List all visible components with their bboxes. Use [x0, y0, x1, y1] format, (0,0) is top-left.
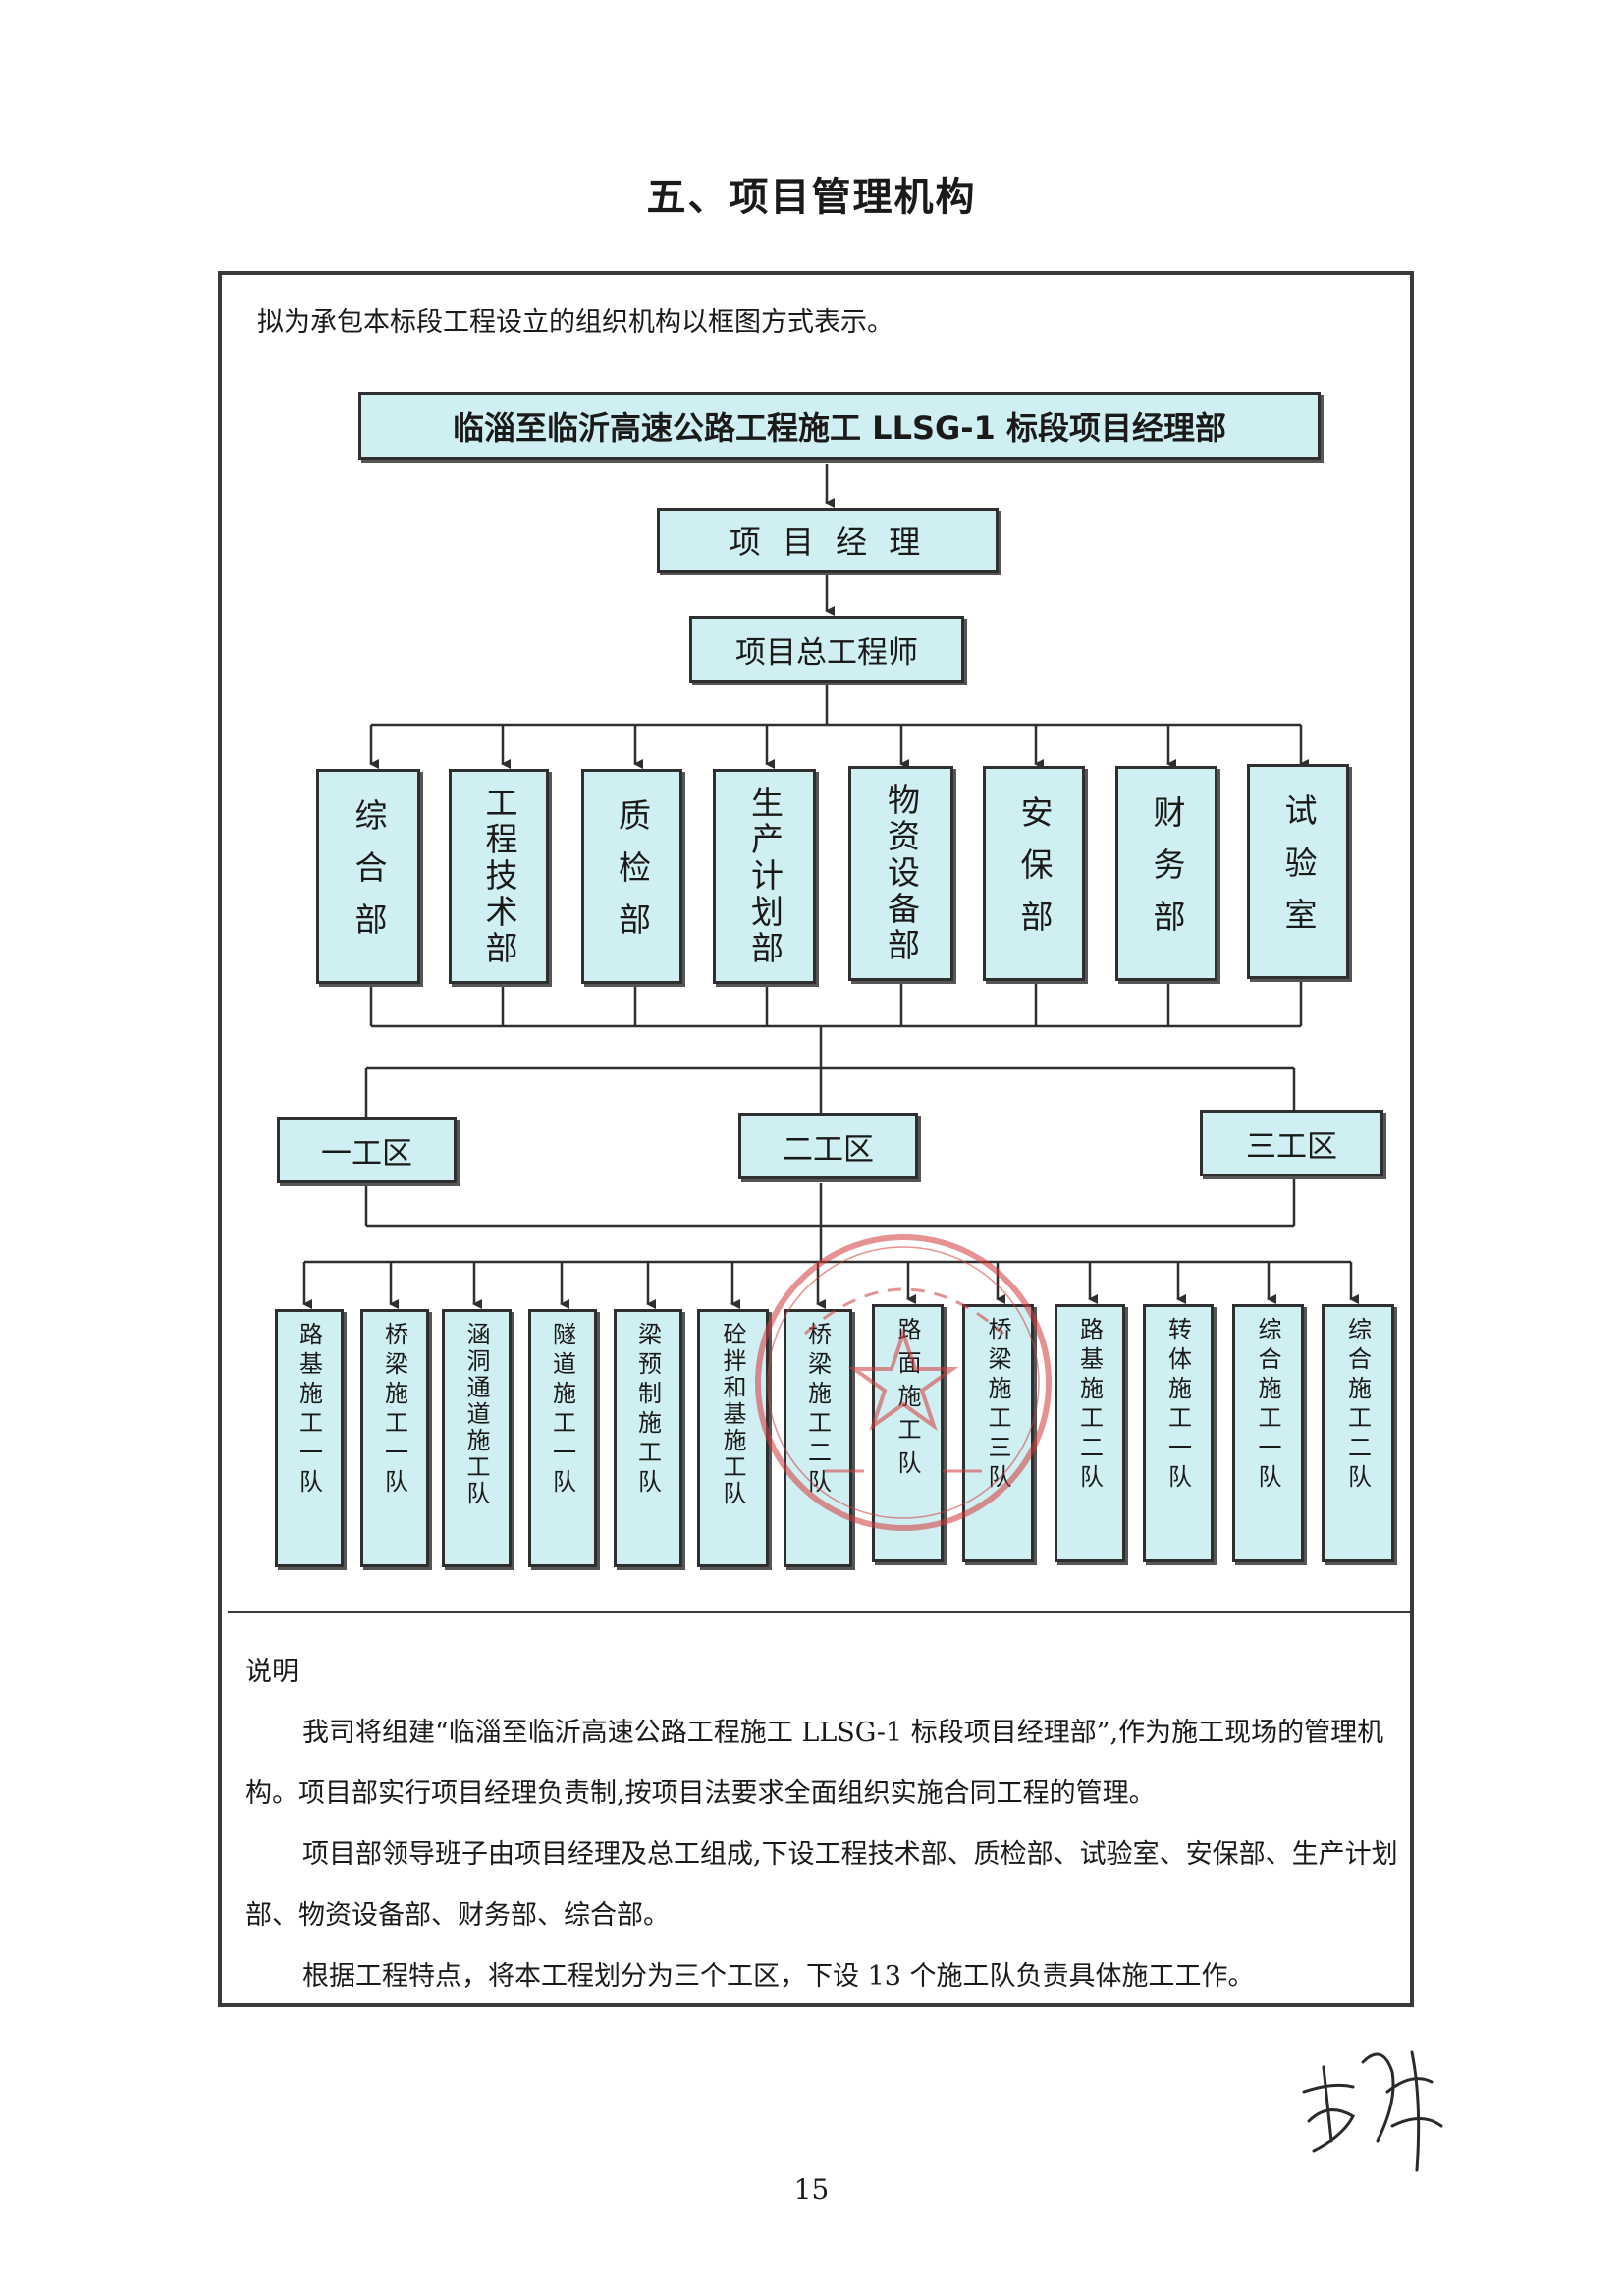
dept-label: 试验室 [1279, 793, 1318, 950]
dept-box: 工程技术部 [449, 769, 549, 984]
team-label: 涵洞通道施工队 [462, 1322, 490, 1507]
work-area-label: 一工区 [321, 1135, 412, 1172]
notes-paragraph: 根据工程特点，将本工程划分为三个工区，下设 13 个施工队负责具体施工工作。 [302, 1961, 1255, 1992]
team-box: 梁预制施工队 [614, 1309, 682, 1567]
work-area-box: 一工区 [277, 1117, 457, 1183]
team-box: 桥梁施工三队 [962, 1304, 1034, 1562]
team-label: 桥梁施工一队 [380, 1322, 408, 1499]
team-box: 桥梁施工一队 [360, 1309, 429, 1567]
team-box: 综合施工二队 [1322, 1304, 1394, 1562]
dept-label: 财务部 [1148, 795, 1186, 952]
team-box: 转体施工一队 [1143, 1304, 1214, 1562]
content-frame [218, 271, 1414, 2007]
work-area-label: 二工区 [783, 1131, 874, 1168]
hq-label: 临淄至临沂高速公路工程施工 LLSG-1 标段项目经理部 [453, 409, 1226, 447]
team-box: 涵洞通道施工队 [442, 1309, 512, 1567]
team-label: 砼拌和基施工队 [719, 1322, 746, 1507]
team-label: 路基施工二队 [1075, 1317, 1104, 1494]
handwritten-signature [1302, 2050, 1443, 2172]
dept-box: 财务部 [1115, 766, 1217, 981]
dept-label: 物资设备部 [882, 783, 921, 964]
team-label: 综合施工二队 [1343, 1317, 1372, 1494]
dept-label: 工程技术部 [480, 786, 518, 967]
team-label: 综合施工一队 [1254, 1317, 1281, 1494]
team-box: 综合施工一队 [1232, 1304, 1304, 1562]
team-box: 路基施工一队 [275, 1309, 344, 1567]
team-label: 隧道施工一队 [548, 1322, 576, 1499]
dept-label: 生产计划部 [745, 786, 784, 967]
team-box: 路基施工二队 [1055, 1304, 1125, 1562]
notes-paragraph: 项目部领导班子由项目经理及总工组成,下设工程技术部、质检部、试验室、安保部、生产… [245, 1839, 1398, 1931]
page-number: 15 [793, 2173, 830, 2206]
hq-box: 临淄至临沂高速公路工程施工 LLSG-1 标段项目经理部 [358, 392, 1321, 460]
team-label: 转体施工一队 [1163, 1317, 1192, 1494]
manager-label: 项 目 经 理 [729, 523, 927, 561]
dept-label: 质检部 [613, 798, 652, 955]
work-area-box: 二工区 [738, 1113, 918, 1179]
dept-label: 综合部 [350, 798, 388, 955]
work-area-label: 三工区 [1246, 1128, 1337, 1165]
explanation-section: 说明 我司将组建“临淄至临沂高速公路工程施工 LLSG-1 标段项目经理部”,作… [245, 1642, 1399, 2007]
chief-engineer-box: 项目总工程师 [689, 616, 964, 683]
dept-box: 物资设备部 [848, 766, 953, 981]
dept-box: 综合部 [316, 769, 420, 984]
dept-box: 试验室 [1247, 764, 1349, 979]
team-label: 桥梁施工二队 [803, 1322, 832, 1499]
chief-engineer-label: 项目总工程师 [735, 634, 918, 671]
page-title: 五、项目管理机构 [646, 175, 977, 220]
notes-paragraph: 我司将组建“临淄至临沂高速公路工程施工 LLSG-1 标段项目经理部”,作为施工… [245, 1718, 1384, 1809]
notes-heading: 说明 [245, 1657, 298, 1687]
dept-box: 安保部 [983, 766, 1085, 981]
team-label: 梁预制施工队 [633, 1322, 662, 1499]
team-box: 桥梁施工二队 [784, 1309, 852, 1567]
intro-text: 拟为承包本标段工程设立的组织机构以框图方式表示。 [257, 307, 893, 338]
team-label: 桥梁施工三队 [984, 1317, 1011, 1494]
dept-label: 安保部 [1015, 795, 1054, 952]
team-box: 隧道施工一队 [528, 1309, 597, 1567]
manager-box: 项 目 经 理 [657, 508, 999, 573]
dept-box: 生产计划部 [713, 769, 816, 984]
team-label: 路基施工一队 [295, 1322, 323, 1499]
frame-divider [228, 1611, 1414, 1613]
company-seal-stamp [755, 1234, 1052, 1531]
work-area-box: 三工区 [1200, 1110, 1383, 1176]
dept-box: 质检部 [581, 769, 682, 984]
